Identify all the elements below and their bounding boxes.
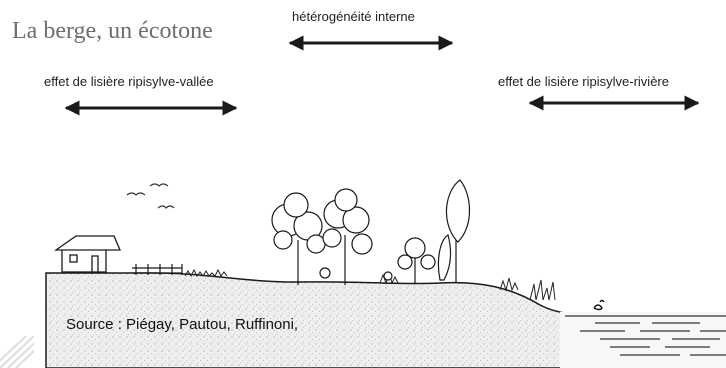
source-caption: Source : Piégay, Pautou, Ruffinoni, bbox=[66, 316, 298, 333]
fence bbox=[132, 264, 182, 275]
label-river-edge: effet de lisière ripisylve-rivière bbox=[498, 74, 669, 89]
label-internal-heterogeneity: hétérogénéité interne bbox=[292, 9, 415, 24]
label-valley-edge: effet de lisière ripisylve-vallée bbox=[44, 74, 214, 89]
corner-hatch-decoration bbox=[0, 336, 34, 368]
house-icon bbox=[56, 236, 120, 272]
river-water bbox=[560, 312, 726, 368]
page-title: La berge, un écotone bbox=[12, 18, 213, 45]
birds-icon bbox=[127, 184, 174, 208]
riparian-trees bbox=[272, 180, 470, 285]
duck-icon bbox=[594, 301, 604, 310]
